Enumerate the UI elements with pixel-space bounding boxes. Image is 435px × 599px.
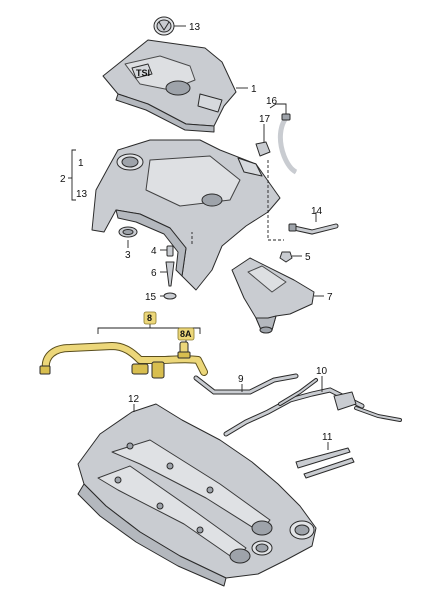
part-breather-hose[interactable] xyxy=(277,113,298,175)
callout-11: 11 xyxy=(322,432,333,443)
part-upper-engine-cover[interactable]: TSI xyxy=(102,39,237,133)
callout-1-bracket: 1 xyxy=(78,158,84,169)
callout-7: 7 xyxy=(327,292,333,303)
part-emblem[interactable] xyxy=(153,16,175,36)
part-clip[interactable] xyxy=(255,141,271,157)
callout-8a: 8A xyxy=(180,329,192,339)
part-pcv-hose[interactable] xyxy=(39,342,208,379)
callout-8a-badge xyxy=(177,327,195,341)
callout-12: 12 xyxy=(128,394,140,405)
callout-13-top: 13 xyxy=(189,22,201,33)
part-lower-engine-cover[interactable] xyxy=(91,139,281,291)
callout-15: 15 xyxy=(145,292,157,303)
part-pcv-valve[interactable] xyxy=(177,341,191,359)
cover-badge: TSI xyxy=(136,68,150,78)
callout-9: 9 xyxy=(238,374,244,385)
part-nut[interactable] xyxy=(279,251,293,263)
callout-13-bracket: 13 xyxy=(76,189,88,200)
callout-4: 4 xyxy=(151,246,157,257)
part-cylinder-head-cover[interactable] xyxy=(77,403,317,587)
callout-labels: 13 1 16 17 1 2 13 14 3 4 5 6 7 15 8 8A 9… xyxy=(60,22,333,443)
part-vacuum-line[interactable] xyxy=(223,378,402,437)
callout-16: 16 xyxy=(266,96,278,107)
callout-2: 2 xyxy=(60,174,66,185)
callout-1-upper: 1 xyxy=(251,84,257,95)
callout-17: 17 xyxy=(259,114,271,125)
callout-5: 5 xyxy=(305,252,311,263)
callout-14: 14 xyxy=(311,206,323,217)
part-grommet[interactable] xyxy=(118,226,138,238)
callout-8-badge xyxy=(143,311,157,325)
callout-8: 8 xyxy=(147,313,152,323)
part-air-duct[interactable] xyxy=(231,257,315,334)
part-bolt[interactable] xyxy=(165,261,175,287)
callout-3: 3 xyxy=(125,250,131,261)
part-hose-9[interactable] xyxy=(193,373,299,395)
callout-6: 6 xyxy=(151,268,157,279)
leader-lines xyxy=(127,25,329,450)
part-clips[interactable] xyxy=(295,447,355,479)
callout-10: 10 xyxy=(316,366,328,377)
part-stud[interactable] xyxy=(166,245,174,257)
part-small-hose[interactable] xyxy=(288,223,339,235)
part-washer[interactable] xyxy=(163,292,177,300)
